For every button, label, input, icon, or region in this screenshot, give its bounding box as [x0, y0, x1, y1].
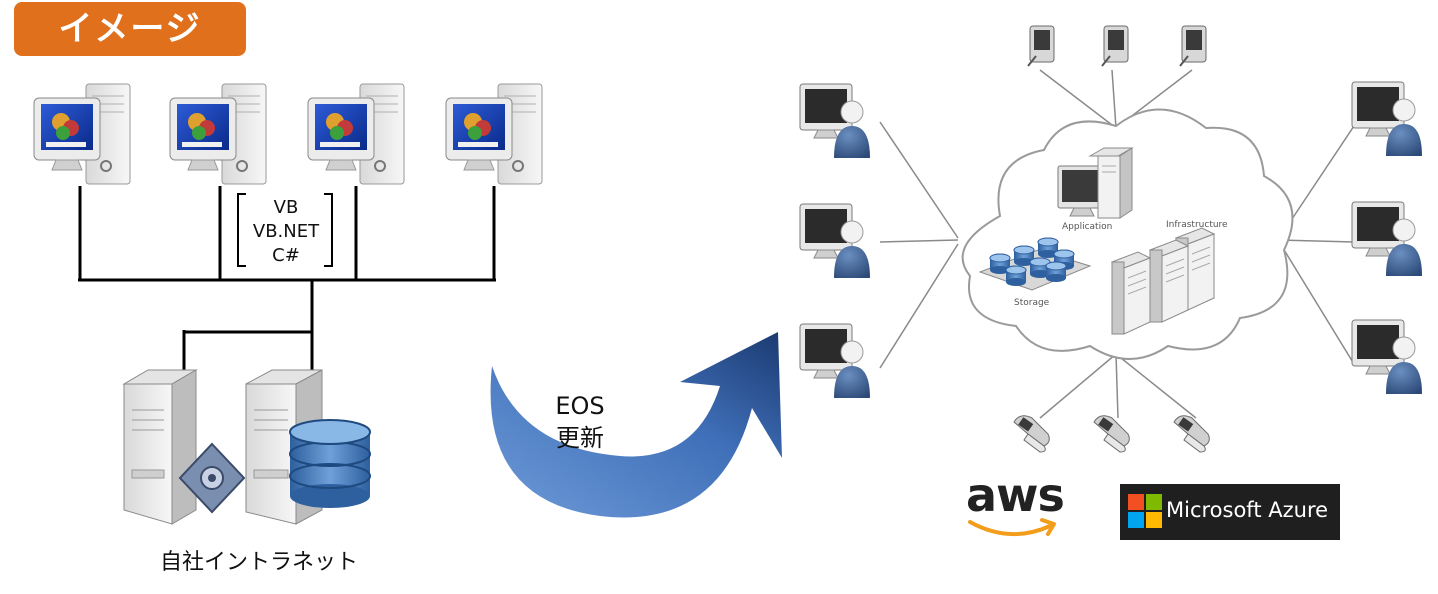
client-pc-2 [169, 83, 267, 185]
application-server [1057, 147, 1134, 219]
intranet-network-lines [78, 186, 496, 376]
client-pc-1 [33, 83, 131, 185]
cloud-user-left-3 [799, 323, 871, 399]
intranet-servers [122, 369, 371, 525]
cloud-connection-lines [879, 69, 1355, 419]
azure-square-green [1146, 494, 1162, 510]
pda-device-2 [1101, 25, 1129, 67]
pda-device-3 [1179, 25, 1207, 67]
language-item-vb: VB [273, 197, 299, 218]
azure-square-red [1128, 494, 1144, 510]
eos-update-label: EOS 更新 [540, 390, 620, 454]
client-pc-3 [307, 83, 405, 185]
pc-group [33, 83, 543, 185]
migration-arrow [490, 332, 782, 518]
language-bracket [237, 193, 333, 267]
storage-array [978, 237, 1092, 291]
application-label: Application [1062, 222, 1113, 232]
phone-device-2 [1093, 415, 1130, 453]
client-pc-4 [445, 83, 543, 185]
image-badge: イメージ [14, 2, 246, 56]
azure-square-blue [1128, 512, 1144, 528]
language-item-vbnet: VB.NET [252, 221, 320, 242]
azure-logo-text: Microsoft Azure [1166, 498, 1329, 522]
cloud-user-right-2 [1351, 201, 1423, 277]
azure-square-yellow [1146, 512, 1162, 528]
eos-label: EOS [555, 392, 605, 420]
storage-label: Storage [1014, 298, 1050, 308]
cloud-user-left-1 [799, 83, 871, 159]
aws-smile-icon [968, 520, 1052, 536]
cloud-user-right-1 [1351, 81, 1423, 157]
cloud-user-left-2 [799, 203, 871, 279]
pda-device-1 [1027, 25, 1055, 67]
intranet-label: 自社イントラネット [160, 550, 359, 575]
language-item-csharp: C# [272, 245, 300, 266]
phone-device-1 [1013, 415, 1050, 453]
aws-arrow-tip-icon [1040, 518, 1056, 536]
cloud-user-right-3 [1351, 319, 1423, 395]
language-list: VB VB.NET C# [240, 196, 332, 268]
phone-device-3 [1173, 415, 1210, 453]
update-label: 更新 [556, 424, 604, 452]
infrastructure-label: Infrastructure [1166, 220, 1228, 230]
aws-logo-text: aws [966, 468, 1065, 522]
